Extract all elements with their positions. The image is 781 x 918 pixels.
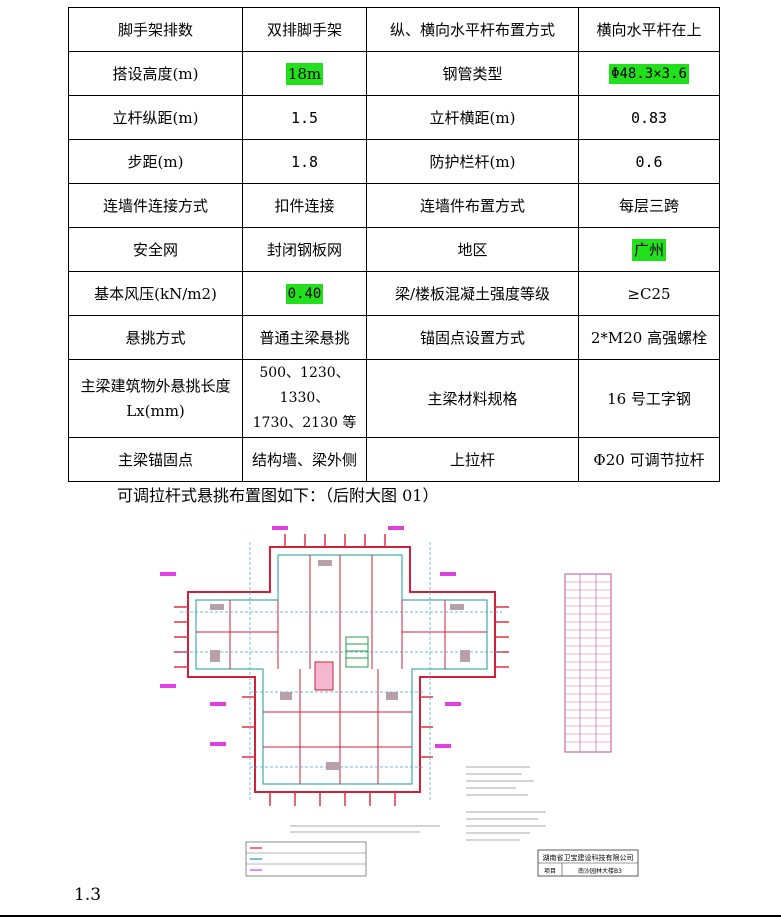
table-cell: 主梁材料规格 xyxy=(366,359,579,438)
cell-line: Lx(mm) xyxy=(126,401,185,420)
table-cell: 16 号工字钢 xyxy=(578,359,720,438)
table-cell: 普通主梁悬挑 xyxy=(242,315,367,360)
section-number: 1.3 xyxy=(74,885,102,905)
table-cell: 1.5 xyxy=(242,95,367,140)
table-cell: ≥C25 xyxy=(578,271,720,316)
building-outline xyxy=(187,546,496,793)
notes-block xyxy=(290,766,546,841)
highlighted-value: 0.40 xyxy=(285,284,324,304)
table-cell: 立杆纵距(m) xyxy=(68,95,243,140)
table-cell: 脚手架排数 xyxy=(68,7,243,52)
table-row: 基本风压(kN/m2) 0.40 梁/楼板混凝土强度等级 ≥C25 xyxy=(68,271,720,316)
inner-outline xyxy=(195,554,488,785)
company-name: 湖南省卫宝建设科技有限公司 xyxy=(543,853,634,862)
table-row: 步距(m) 1.8 防护栏杆(m) 0.6 xyxy=(68,139,720,184)
cell-line: 主梁建筑物外悬挑长度 xyxy=(80,376,231,395)
cantilever-beams xyxy=(174,534,509,806)
project-label: 项目 xyxy=(544,868,556,875)
figure-caption: 可调拉杆式悬挑布置图如下：（后附大图 01） xyxy=(117,486,439,505)
floor-plan xyxy=(160,526,509,806)
table-row: 立杆纵距(m) 1.5 立杆横距(m) 0.83 xyxy=(68,95,720,140)
table-row: 悬挑方式 普通主梁悬挑 锚固点设置方式 2*M20 高强螺栓 xyxy=(68,315,720,360)
table-cell: 广州 xyxy=(578,227,720,272)
table-cell: 0.6 xyxy=(578,139,720,184)
legend-table xyxy=(564,573,612,753)
table-row: 连墙件连接方式 扣件连接 连墙件布置方式 每层三跨 xyxy=(68,183,720,228)
table-cell: 安全网 xyxy=(68,227,243,272)
cell-line: 1730、2130 等 xyxy=(252,415,357,431)
table-cell: 结构墙、梁外侧 xyxy=(242,437,367,482)
bottom-divider xyxy=(0,915,781,917)
cantilever-layout-drawing: 湖南省卫宝建设科技有限公司 项目 南沙园林大楼B3 xyxy=(160,526,639,877)
annotation-tags xyxy=(160,526,461,748)
table-cell: 0.40 xyxy=(242,271,367,316)
table-cell: 封闭钢板网 xyxy=(242,227,367,272)
table-cell: 搭设高度(m) xyxy=(68,51,243,96)
table-cell: 防护栏杆(m) xyxy=(366,139,579,184)
table-cell: Φ20 可调节拉杆 xyxy=(578,437,720,482)
table-row: 安全网 封闭钢板网 地区 广州 xyxy=(68,227,720,272)
table-cell: Φ48.3×3.6 xyxy=(578,51,720,96)
table-cell: 纵、横向水平杆布置方式 xyxy=(366,7,579,52)
table-row: 搭设高度(m) 18m 钢管类型 Φ48.3×3.6 xyxy=(68,51,720,96)
highlighted-value: 广州 xyxy=(631,238,666,261)
elevator-shaft xyxy=(314,661,334,691)
table-cell: 每层三跨 xyxy=(578,183,720,228)
cell-line: 500、1230、1330、 xyxy=(259,365,350,406)
table-cell: 梁/楼板混凝土强度等级 xyxy=(366,271,579,316)
table-cell: 18m xyxy=(242,51,367,96)
table-cell: 主梁建筑物外悬挑长度 Lx(mm) xyxy=(68,359,243,438)
table-row: 主梁锚固点 结构墙、梁外侧 上拉杆 Φ20 可调节拉杆 xyxy=(68,437,720,482)
grid-lines xyxy=(180,542,502,802)
wall-blocks xyxy=(210,560,470,770)
table-cell: 双排脚手架 xyxy=(242,7,367,52)
table-cell: 扣件连接 xyxy=(242,183,367,228)
stair-core xyxy=(345,636,369,668)
table-cell: 1.8 xyxy=(242,139,367,184)
table-cell: 步距(m) xyxy=(68,139,243,184)
table-cell: 锚固点设置方式 xyxy=(366,315,579,360)
table-cell: 0.83 xyxy=(578,95,720,140)
table-cell: 钢管类型 xyxy=(366,51,579,96)
table-cell: 连墙件连接方式 xyxy=(68,183,243,228)
table-cell: 立杆横距(m) xyxy=(366,95,579,140)
table-row: 脚手架排数 双排脚手架 纵、横向水平杆布置方式 横向水平杆在上 xyxy=(68,7,720,52)
table-cell: 500、1230、1330、 1730、2130 等 xyxy=(242,359,367,438)
table-cell: 横向水平杆在上 xyxy=(578,7,720,52)
table-cell: 连墙件布置方式 xyxy=(366,183,579,228)
table-cell: 主梁锚固点 xyxy=(68,437,243,482)
line-type-legend xyxy=(245,841,367,877)
title-block: 湖南省卫宝建设科技有限公司 项目 南沙园林大楼B3 xyxy=(537,849,639,877)
table-row: 主梁建筑物外悬挑长度 Lx(mm) 500、1230、1330、 1730、2130… xyxy=(68,359,720,438)
table-cell: 上拉杆 xyxy=(366,437,579,482)
table-cell: 悬挑方式 xyxy=(68,315,243,360)
table-cell: 基本风压(kN/m2) xyxy=(68,271,243,316)
legend-rows xyxy=(565,581,611,743)
highlighted-value: 18m xyxy=(285,62,324,85)
table-cell: 地区 xyxy=(366,227,579,272)
scaffold-parameter-table: 脚手架排数 双排脚手架 纵、横向水平杆布置方式 横向水平杆在上 搭设高度(m) … xyxy=(68,7,720,482)
project-name: 南沙园林大楼B3 xyxy=(578,867,622,875)
table-cell: 2*M20 高强螺栓 xyxy=(578,315,720,360)
highlighted-value: Φ48.3×3.6 xyxy=(609,64,689,84)
